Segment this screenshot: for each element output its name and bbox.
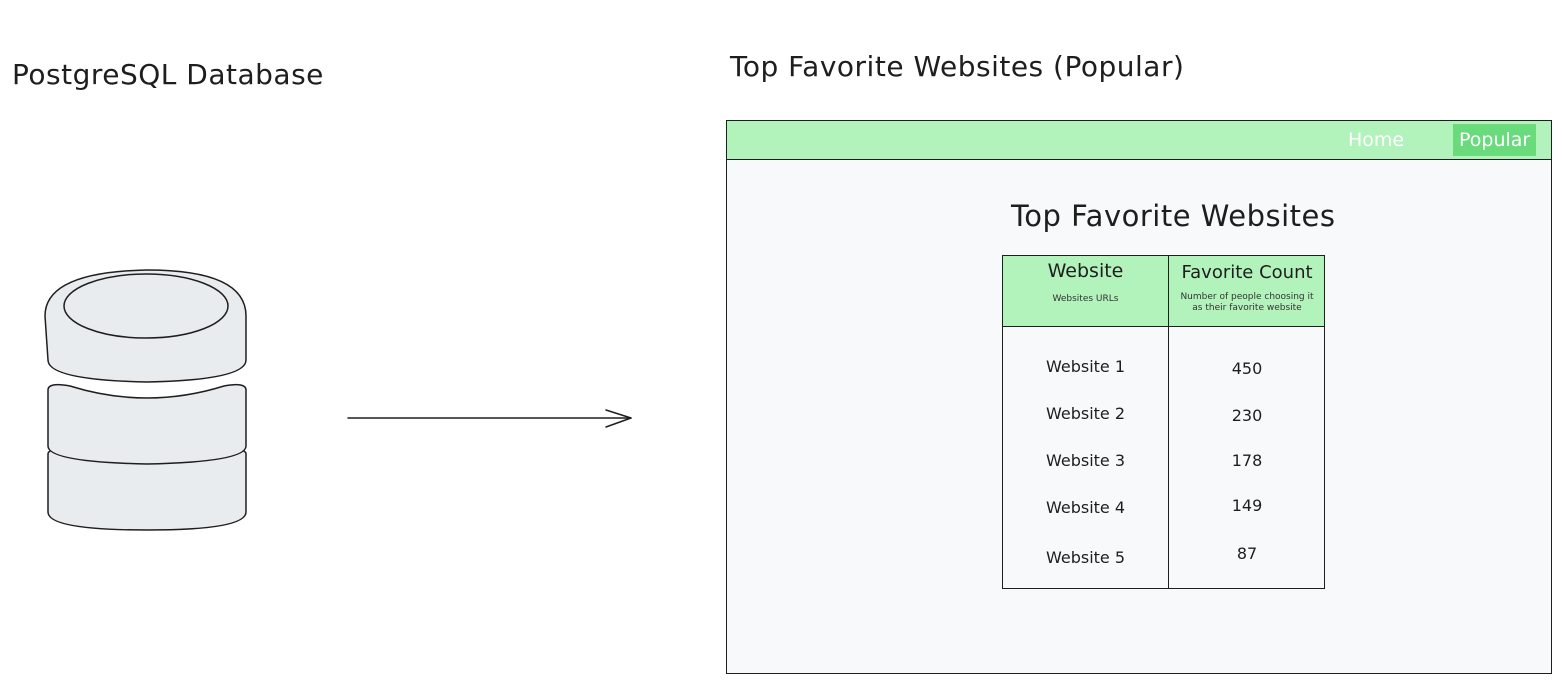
table-cell-website: Website 3: [1045, 451, 1126, 470]
database-label: PostgreSQL Database: [12, 58, 324, 91]
column-divider: [1168, 256, 1169, 588]
content-title: Top Favorite Websites: [1011, 199, 1336, 233]
table-cell-website: Website 4: [1045, 498, 1126, 517]
websites-table: Website Websites URLs Favorite Count Num…: [1002, 255, 1325, 589]
app-window: Home Popular Top Favorite Websites Websi…: [726, 120, 1552, 674]
table-cell-count: 230: [1231, 406, 1263, 425]
database-icon: [44, 269, 247, 531]
column-subtitle-website: Websites URLs: [1052, 294, 1119, 304]
right-arrow-icon: [347, 409, 632, 428]
nav-home-link[interactable]: Home: [1348, 129, 1405, 151]
table-cell-website: Website 1: [1045, 357, 1126, 376]
table-cell-count: 87: [1236, 544, 1258, 563]
table-header: Website Websites URLs Favorite Count Num…: [1003, 256, 1324, 327]
table-cell-website: Website 5: [1045, 548, 1126, 567]
column-subtitle-favorite-count: Number of people choosing it as their fa…: [1180, 292, 1314, 313]
table-cell-count: 450: [1231, 359, 1263, 378]
column-header-website: Website: [1047, 260, 1124, 282]
table-cell-count: 149: [1231, 496, 1263, 515]
table-cell-count: 178: [1231, 451, 1263, 470]
column-header-favorite-count: Favorite Count: [1181, 262, 1313, 283]
navbar: Home Popular: [727, 121, 1551, 160]
page-heading: Top Favorite Websites (Popular): [730, 50, 1185, 83]
table-cell-website: Website 2: [1045, 404, 1126, 423]
nav-popular-link[interactable]: Popular: [1453, 124, 1537, 156]
